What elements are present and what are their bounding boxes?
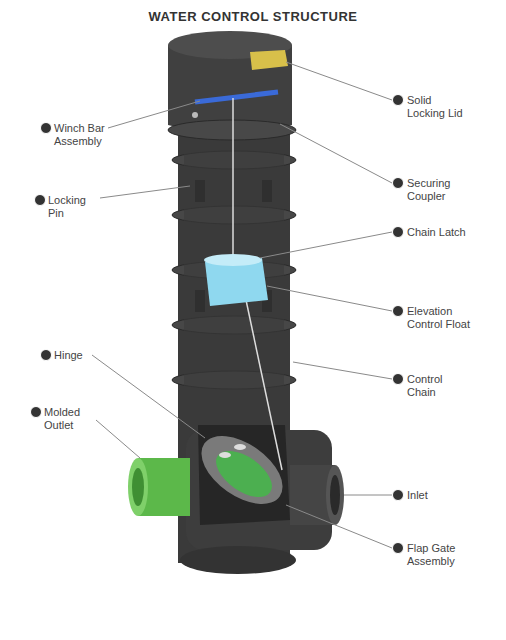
part-label: Securing Coupler [407, 177, 471, 203]
part-label: Chain Latch [407, 226, 471, 239]
part-label: Winch Bar Assembly [54, 122, 106, 148]
part-label: Molded Outlet [44, 406, 96, 432]
diagram-title: WATER CONTROL STRUCTURE [0, 9, 506, 24]
part-label: Hinge [54, 349, 106, 362]
part-label: Flap Gate Assembly [407, 542, 471, 568]
part-label: Elevation Control Float [407, 305, 471, 331]
part-label: Solid Locking Lid [407, 94, 471, 120]
part-label: Inlet [407, 489, 471, 502]
part-label: Control Chain [407, 373, 471, 399]
part-label: Locking Pin [48, 194, 100, 220]
